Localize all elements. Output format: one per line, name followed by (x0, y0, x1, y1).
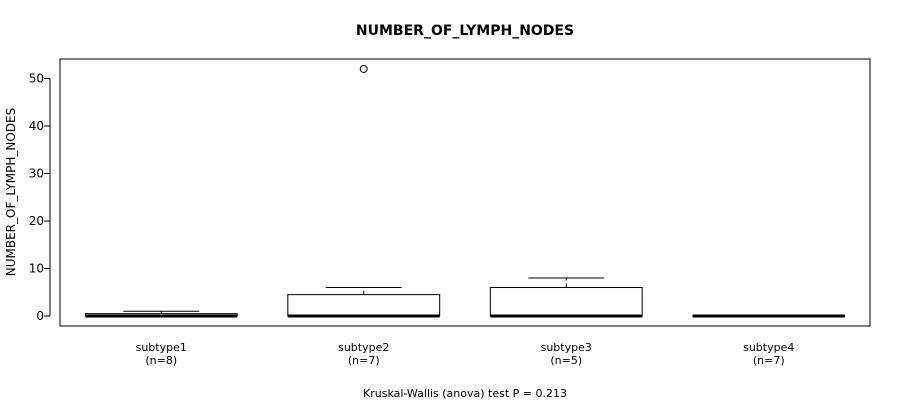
x-category-label: subtype1 (136, 341, 187, 354)
y-axis: 0 10 20 30 40 50 (29, 71, 51, 323)
box-iqr (287, 294, 441, 317)
y-tick-label: 40 (29, 119, 44, 133)
x-category-label: subtype2 (338, 341, 389, 354)
plot-frame (59, 58, 871, 327)
boxes-group (84, 64, 846, 318)
x-category-count: (n=7) (348, 354, 380, 367)
y-tick-label: 30 (29, 166, 44, 180)
box-subtype3 (489, 277, 643, 318)
y-tick-label: 50 (29, 71, 44, 85)
box-subtype4 (692, 314, 846, 318)
y-tick-label: 0 (36, 309, 44, 323)
box-subtype1 (84, 310, 238, 318)
y-tick-label: 10 (29, 262, 44, 276)
chart-title: NUMBER_OF_LYMPH_NODES (356, 23, 574, 39)
x-category-label: subtype4 (743, 341, 794, 354)
x-category-count: (n=7) (753, 354, 785, 367)
box-subtype2 (287, 64, 441, 318)
x-category-count: (n=8) (145, 354, 177, 367)
y-tick-label: 20 (29, 214, 44, 228)
y-axis-label: NUMBER_OF_LYMPH_NODES (4, 108, 18, 277)
x-category-count: (n=5) (550, 354, 582, 367)
x-axis-labels: subtype1(n=8)subtype2(n=7)subtype3(n=5)s… (136, 341, 795, 367)
test-result-footnote: Kruskal-Wallis (anova) test P = 0.213 (363, 387, 567, 400)
box-iqr (489, 287, 643, 317)
x-category-label: subtype3 (541, 341, 592, 354)
outlier-point (359, 64, 368, 73)
